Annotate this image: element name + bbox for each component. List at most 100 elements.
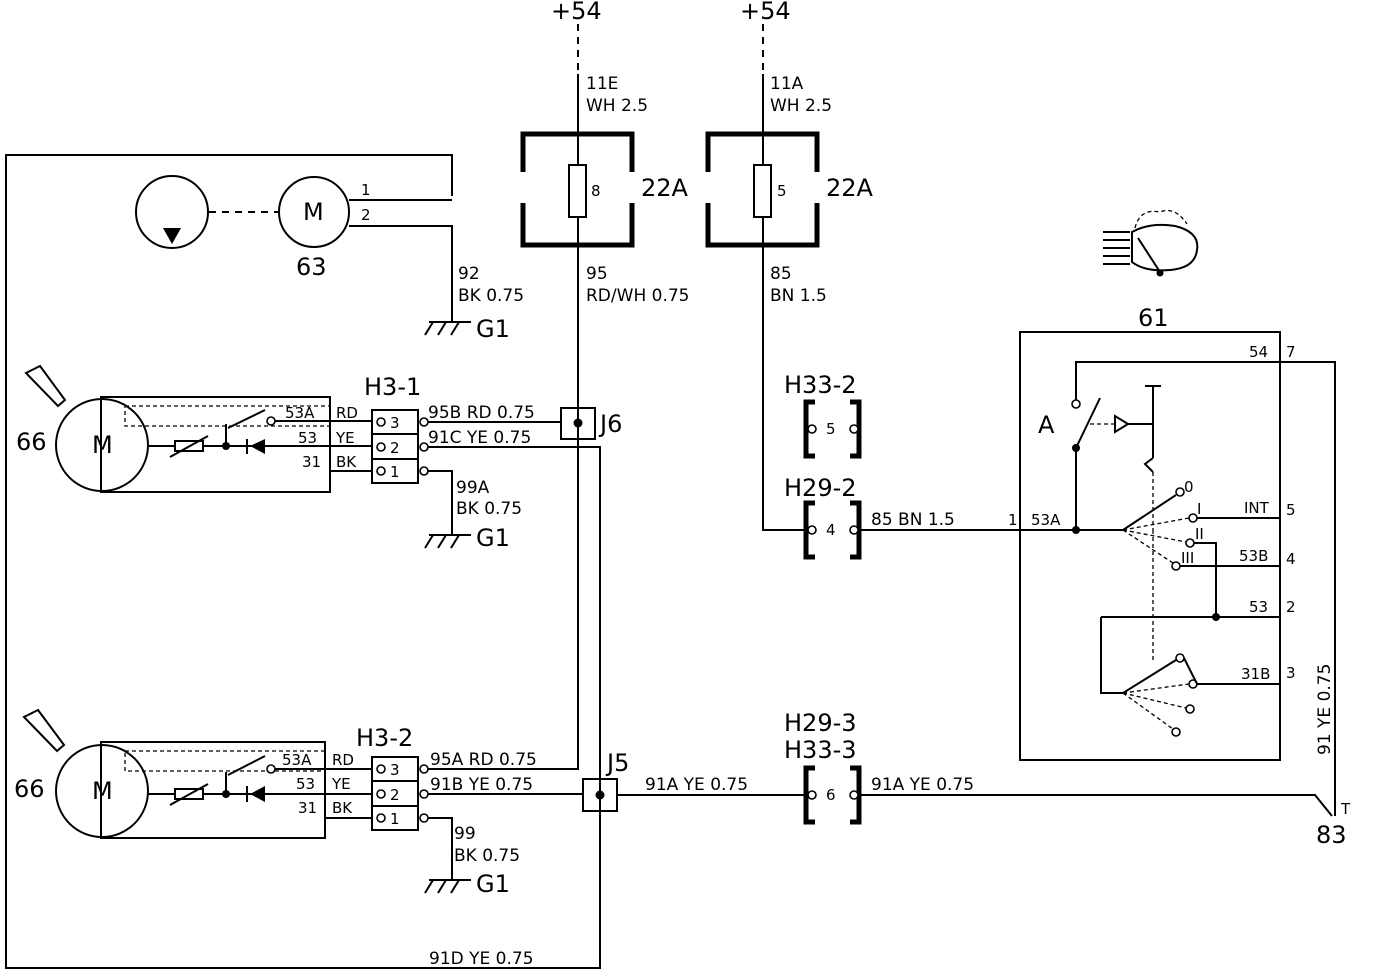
fuse-5-rating: 22A: [826, 174, 874, 202]
wire-92-spec: BK 0.75: [458, 286, 524, 306]
junction-j5-label: J5: [605, 749, 629, 777]
wire-91c-label: 91C YE 0.75: [428, 428, 531, 448]
connector-h3-2-label: H3-2: [356, 724, 413, 752]
wiper-motor-symbol: M: [92, 431, 113, 459]
washer-reservoir-icon: [135, 175, 209, 249]
connector-h33-2-pin: 5: [826, 420, 836, 438]
h3-2-pin-3: 3: [390, 761, 400, 779]
h3-2-pin-2: 2: [390, 786, 400, 804]
connector-h3-1-label: H3-1: [364, 373, 421, 401]
pin-7: 7: [1286, 343, 1296, 361]
wire-color-ye: YE: [331, 775, 351, 793]
wire-85-spec: BN 1.5: [770, 286, 827, 306]
wiper-symbol-icon: [1103, 209, 1199, 277]
wiper-arm-icon: [24, 364, 67, 408]
connector-h33-2-label: H33-2: [784, 371, 857, 399]
connector-h29-3: H29-3 H33-3 6: [784, 709, 862, 825]
pin-5: 5: [1286, 501, 1296, 519]
wire-91a-right: [859, 794, 1333, 817]
junction-j6-label: J6: [598, 410, 622, 438]
connector-h33-2: H33-2 5: [784, 371, 862, 459]
washer-pump-id: 63: [296, 253, 327, 281]
terminal-54: 54: [1249, 343, 1268, 361]
wiper-motor-symbol: M: [92, 777, 113, 805]
wire-color-rd: RD: [336, 404, 358, 422]
ground-label: G1: [476, 315, 510, 343]
wire-99-id: 99: [454, 824, 476, 844]
wiper-motor-upper: M 66 53A 53 31 RD YE BK: [16, 364, 372, 493]
wire-11e-id: 11E: [586, 74, 618, 94]
wire-95-spec: RD/WH 0.75: [586, 286, 689, 306]
terminal-83-id: 83: [1316, 821, 1347, 849]
wire-91b-label: 91B YE 0.75: [430, 775, 533, 795]
wire-color-ye: YE: [335, 429, 355, 447]
h3-1-pin-2: 2: [390, 439, 400, 457]
wire-92-id: 92: [458, 264, 480, 284]
connector-h29-3-label: H29-3: [784, 709, 857, 737]
connector-h3-1: H3-1 3 2 1: [364, 373, 429, 484]
wire-95a-label: 95A RD 0.75: [430, 750, 537, 770]
connector-h33-3-label: H33-3: [784, 736, 857, 764]
washer-terminal-2: 2: [361, 206, 371, 224]
h3-1-pin-1: 1: [390, 463, 400, 481]
supply-label-left: +54: [551, 0, 602, 25]
position-2: II: [1195, 525, 1204, 543]
connector-h29-2: H29-2 4: [784, 474, 862, 560]
position-1: I: [1197, 500, 1201, 518]
wiper-terminal-53: 53: [296, 775, 315, 793]
connector-h29-2-label: H29-2: [784, 474, 857, 502]
wiper-terminal-31: 31: [298, 799, 317, 817]
wire-99: [428, 817, 453, 880]
wiper-motor-icon: [55, 744, 149, 838]
wiper-switch-61: 61 54 7 A 1 53A 0 I II II: [1008, 304, 1336, 816]
terminal-53: 53: [1249, 598, 1268, 616]
terminal-83-pin: T: [1340, 800, 1351, 818]
supply-label-right: +54: [740, 0, 791, 25]
wire-95a: [428, 760, 579, 770]
connector-h3-2: H3-2 3 2 1: [356, 724, 429, 831]
wire-11a-id: 11A: [770, 74, 804, 94]
wiper-terminal-53: 53: [298, 429, 317, 447]
ground-icon: [424, 534, 471, 549]
wiper-terminal-53a: 53A: [282, 751, 312, 769]
ground-icon: [424, 879, 471, 894]
right-wire-label: 91 YE 0.75: [1315, 664, 1335, 755]
fuse-8-rating: 22A: [641, 174, 689, 202]
ground-label: G1: [476, 870, 510, 898]
h3-1-pin-3: 3: [390, 414, 400, 432]
wire-color-rd: RD: [332, 751, 354, 769]
wiper-switch-id: 61: [1138, 304, 1169, 332]
connector-h29-3-pin: 6: [826, 786, 836, 804]
wire-85-bn-label: 85 BN 1.5: [871, 510, 955, 530]
junction-j6: J6: [560, 407, 622, 440]
washer-terminal-1: 1: [361, 181, 371, 199]
wire-95b-label: 95B RD 0.75: [428, 403, 535, 423]
washer-motor-icon: [278, 176, 350, 248]
wire-color-bk: BK: [332, 799, 353, 817]
terminal-53b: 53B: [1239, 547, 1268, 565]
washer-motor-symbol: M: [303, 198, 324, 226]
terminal-int: INT: [1244, 499, 1270, 517]
wiper-arm-icon: [22, 708, 66, 753]
wiper-terminal-31: 31: [302, 453, 321, 471]
connector-h29-2-pin: 4: [826, 521, 836, 539]
wire-11e-spec: WH 2.5: [586, 96, 648, 116]
pin-2: 2: [1286, 598, 1296, 616]
wire-85: [762, 245, 805, 531]
washer-pump-63: M 63 1 2 92 BK 0.75 G1: [135, 175, 524, 343]
wire-11a-spec: WH 2.5: [770, 96, 832, 116]
pin-3: 3: [1286, 664, 1296, 682]
wire-91a-right-label: 91A YE 0.75: [871, 775, 974, 795]
wire-99a: [428, 470, 453, 535]
position-3: III: [1181, 549, 1194, 567]
wiper-motor-lower: M 66 53A 53 31 RD YE BK: [14, 708, 372, 839]
wire-99-spec: BK 0.75: [454, 846, 520, 866]
fuse-5: 5 22A: [705, 131, 874, 248]
input-pin-1: 1: [1008, 511, 1018, 529]
wire-91a-left-label: 91A YE 0.75: [645, 775, 748, 795]
wiper-motor-id: 66: [14, 775, 45, 803]
wire-95-id: 95: [586, 264, 608, 284]
pin-4: 4: [1286, 550, 1296, 568]
wiper-terminal-53a: 53A: [285, 404, 315, 422]
